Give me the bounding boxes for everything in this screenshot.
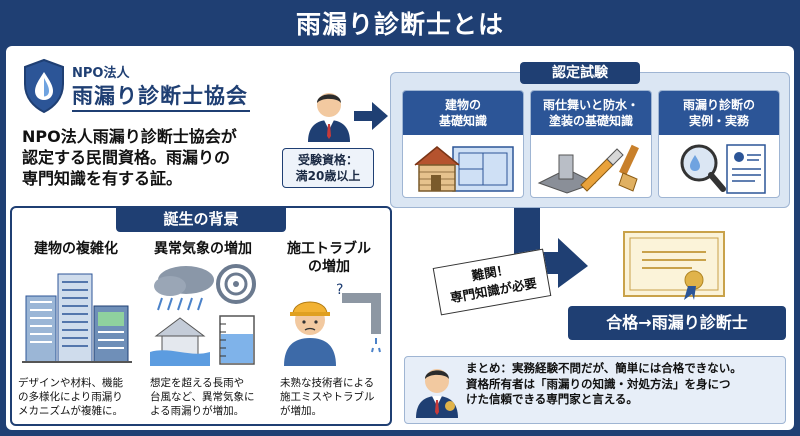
summary-box (404, 356, 786, 424)
exam-card-heading: 建物の基礎知識 (403, 91, 523, 135)
house-blueprint-icon (414, 146, 514, 192)
buildings-icon (22, 273, 132, 363)
exam-card-heading: 雨仕舞いと防水・塗装の基礎知識 (531, 91, 651, 135)
qualification-box: 受験資格： 満20歳以上 (282, 148, 374, 188)
exam-card-case-studies: 雨漏り診断の実例・実務 (658, 90, 780, 198)
svg-text:?: ? (336, 282, 343, 298)
arrow-right-icon (354, 102, 388, 130)
background-col-text: 未熟な技術者による 施工ミスやトラブル が増加。 (280, 377, 375, 417)
background-col-title: 異常気象の増加 (154, 241, 252, 257)
caulking-gun-paintbrush-icon (537, 144, 639, 194)
expert-person-icon (416, 369, 458, 418)
exam-card-heading: 雨漏り診断の実例・実務 (659, 91, 779, 135)
exam-card-building-basics: 建物の基礎知識 (402, 90, 524, 198)
logo-org-label: NPO法人 (72, 66, 130, 81)
summary-text: まとめ：実務経験不問だが、簡単には合格できない。 資格所有者は「雨漏りの知識・対… (466, 361, 742, 406)
intro-text: NPO法人雨漏り診断士協会が 認定する民間資格。雨漏りの 専門知識を有する証。 (22, 127, 237, 188)
page-title: 雨漏り診断士とは (295, 10, 504, 39)
logo-divider (72, 110, 250, 112)
exam-title: 認定試験 (520, 62, 640, 84)
background-title: 誕生の背景 (116, 206, 286, 232)
background-col-title: 建物の複雑化 (34, 241, 118, 257)
background-col-title: 施工トラブル の増加 (287, 241, 371, 275)
storm-flood-icon (150, 264, 256, 366)
background-col-text: 想定を超える長雨や 台風など、異常気象に よる雨漏りが増加。 (150, 377, 255, 417)
logo-name-label: 雨漏り診断士協会 (72, 84, 248, 108)
exam-card-waterproofing: 雨仕舞いと防水・塗装の基礎知識 (530, 90, 652, 198)
background-col-text: デザインや材料、機能 の多様化により雨漏り メカニズムが複雑に。 (18, 377, 123, 417)
certificate-icon (623, 231, 725, 300)
magnifier-report-icon (680, 144, 766, 194)
candidate-person-icon (308, 93, 350, 142)
worker-pipe-icon: ? (284, 282, 381, 366)
pass-result-box: 合格→雨漏り診断士 (568, 306, 786, 340)
shield-raindrop-icon (24, 58, 64, 114)
